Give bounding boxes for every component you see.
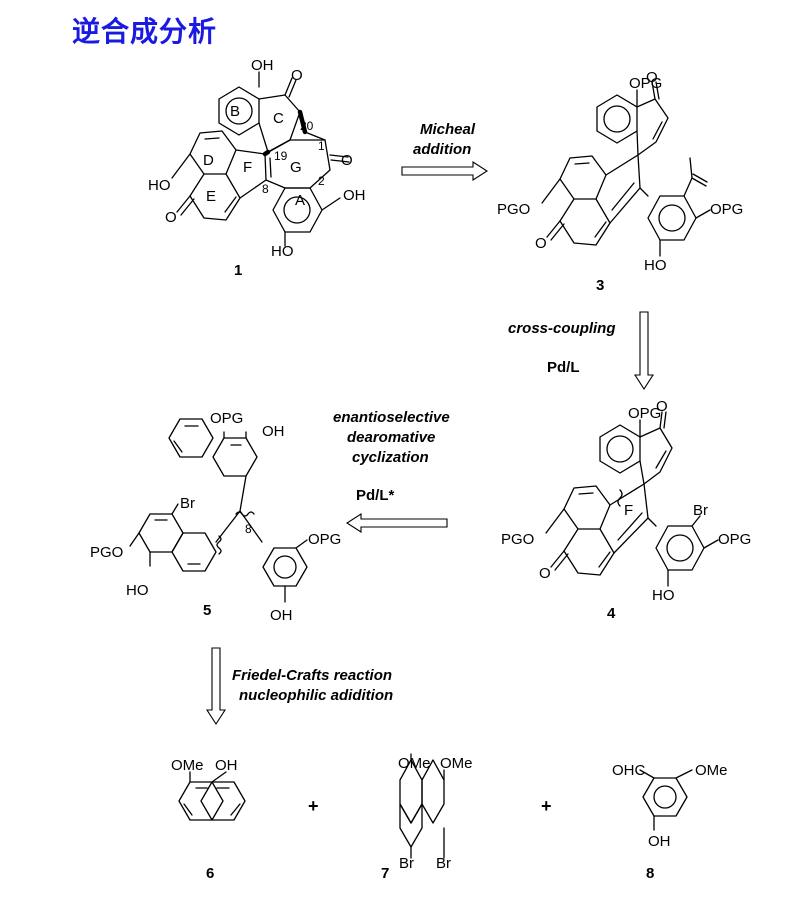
compound-1-hydroxyl-b: OH — [251, 57, 274, 74]
compound-4-label: 4 — [607, 605, 616, 622]
compound-4-hydroxyl: HO — [652, 587, 675, 604]
arrow-3-condition-line-1: enantioselective — [333, 409, 450, 426]
compound-1-label: 1 — [234, 262, 242, 279]
arrow-3-condition-line-3: cyclization — [352, 449, 429, 466]
compound-4-protected-hydroxyl-right: OPG — [718, 531, 751, 548]
arrow-3-condition-line-2: dearomative — [347, 429, 435, 446]
arrow-1-condition-line-1: Micheal — [420, 121, 476, 138]
compound-5-protected-hydroxyl-top: OPG — [210, 410, 243, 427]
compound-8-aldehyde: OHC — [612, 762, 646, 779]
compound-4-protected-hydroxyl-top: OPG — [628, 405, 661, 422]
compound-3-ketone-top: O — [646, 69, 658, 86]
arrow-2-condition-line-1: cross-coupling — [508, 320, 616, 337]
compound-4-bromo: Br — [693, 502, 708, 519]
compound-5-structure: OPG OH Br PGO HO OPG OH 8 — [90, 410, 341, 624]
compound-5-hydroxyl-top: OH — [262, 423, 285, 440]
compound-3-protected-hydroxyl-left: PGO — [497, 201, 530, 218]
compound-1-hydroxyl-d: HO — [148, 177, 171, 194]
retro-arrow-4 — [205, 647, 227, 726]
compound-4-structure: OPG O PGO O Br OPG HO F — [501, 398, 751, 604]
compound-5-protected-hydroxyl-left: PGO — [90, 544, 123, 561]
compound-3-structure: OPG O PGO O OPG HO — [497, 69, 743, 274]
arrow-4-condition-line-2: nucleophilic adidition — [239, 687, 393, 704]
compound-6-label: 6 — [206, 865, 214, 882]
atom-number-20: 20 — [300, 119, 314, 133]
atom-number-19: 19 — [274, 149, 288, 163]
compound-1-hydroxyl-a2: HO — [271, 243, 294, 260]
arrow-1-condition-line-2: addition — [413, 141, 471, 158]
arrow-3-condition-line-4: Pd/L* — [356, 487, 394, 504]
page-title: 逆合成分析 — [72, 15, 218, 48]
compound-3-label: 3 — [596, 277, 604, 294]
compound-1-structure: OH O O HO O OH HO A B C D E F G 1 2 8 19… — [148, 57, 366, 260]
compound-5-hydroxyl-bottom: OH — [270, 607, 293, 624]
compound-7-bromo-left: Br — [399, 855, 414, 872]
compound-7-methoxy-left: OMe — [398, 755, 431, 772]
compound-6-structure: OMe OH — [171, 757, 246, 821]
compound-1-ketone-c: O — [291, 67, 303, 84]
compound-3-protected-hydroxyl-right: OPG — [710, 201, 743, 218]
retro-arrow-2 — [633, 311, 655, 391]
ring-label-f: F — [243, 159, 252, 176]
compound-8-label: 8 — [646, 865, 654, 882]
atom-number-1: 1 — [318, 139, 325, 153]
compound-3-ketone-left: O — [535, 235, 547, 252]
compound-7-methoxy-right: OMe — [440, 755, 473, 772]
compound-1-ketone-g: O — [341, 152, 353, 169]
compound-3-hydroxyl: HO — [644, 257, 667, 274]
compound-5-label: 5 — [203, 602, 211, 619]
compound-6-hydroxyl: OH — [215, 757, 238, 774]
ring-label-b: B — [230, 103, 240, 120]
compound-7-label: 7 — [381, 865, 389, 882]
compound-5-protected-hydroxyl-right: OPG — [308, 531, 341, 548]
compound-4-protected-hydroxyl-left: PGO — [501, 531, 534, 548]
compound-4-ring-label-f: F — [624, 502, 633, 519]
compound-1-ketone-e: O — [165, 209, 177, 226]
ring-label-d: D — [203, 152, 214, 169]
ring-label-c: C — [273, 110, 284, 127]
compound-5-atom-number-8: 8 — [245, 522, 252, 536]
arrow-4-condition-line-1: Friedel-Crafts reaction — [232, 667, 392, 684]
compound-5-hydroxyl-left: HO — [126, 582, 149, 599]
plus-sign-2: + — [541, 796, 552, 816]
atom-number-8: 8 — [262, 182, 269, 196]
compound-4-ketone-top: O — [656, 398, 668, 415]
ring-label-g: G — [290, 159, 302, 176]
compound-7-structure: OMe OMe Br Br — [398, 753, 473, 872]
compound-8-structure: OHC OMe OH — [612, 762, 728, 850]
arrow-2-condition-line-2: Pd/L — [547, 359, 580, 376]
compound-6-methoxy: OMe — [171, 757, 204, 774]
compound-5-bromo: Br — [180, 495, 195, 512]
retro-arrow-3 — [345, 512, 448, 534]
compound-4-ketone-left: O — [539, 565, 551, 582]
atom-number-2: 2 — [318, 174, 325, 188]
compound-8-methoxy: OMe — [695, 762, 728, 779]
compound-8-hydroxyl: OH — [648, 833, 671, 850]
ring-label-e: E — [206, 188, 216, 205]
ring-label-a: A — [295, 192, 305, 209]
compound-1-hydroxyl-a: OH — [343, 187, 366, 204]
plus-sign-1: + — [308, 796, 319, 816]
retro-arrow-1 — [401, 160, 489, 182]
compound-3-protected-hydroxyl-top: OPG — [629, 75, 662, 92]
compound-7-bromo-right: Br — [436, 855, 451, 872]
